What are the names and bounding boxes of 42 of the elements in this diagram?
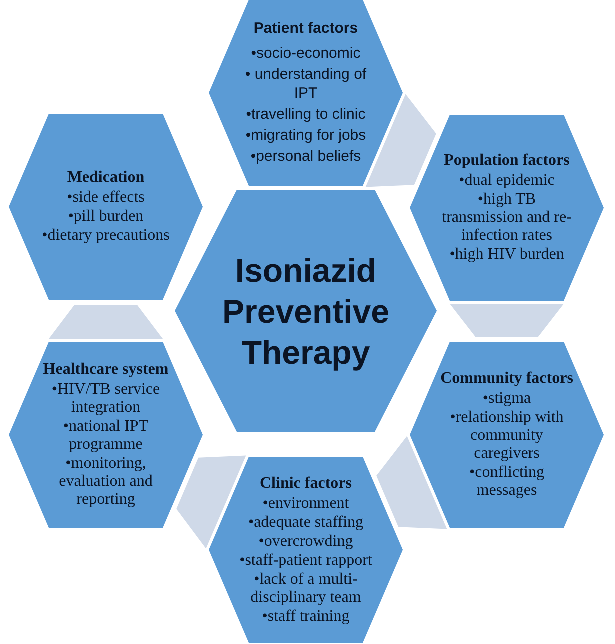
bullet-point: •dietary precautions — [42, 227, 170, 245]
bullet-point: •high HIV burden — [450, 246, 564, 264]
bullet-point: •relationship with community caregivers — [449, 409, 565, 463]
hexagon-heading: Patient factors — [254, 18, 358, 38]
center-hexagon — [175, 190, 437, 432]
factor-hexagon — [9, 342, 203, 528]
bullet-point: •environment — [262, 494, 350, 512]
factor-hexagon — [9, 114, 203, 300]
bullet-point: •monitoring, evaluation and reporting — [58, 455, 154, 509]
bullet-point: •adequate staffing — [248, 514, 364, 532]
factor-hexagon — [209, 457, 403, 643]
bullet-point: •high TB transmission and re-infection rates — [441, 191, 573, 245]
connector-band — [450, 304, 564, 337]
bullet-point: •socio-economic — [251, 44, 361, 62]
bullet-point: •staff training — [262, 608, 350, 626]
factor-hexagon — [410, 342, 604, 528]
bullet-point: •staff-patient rapport — [240, 552, 372, 570]
connector-band — [366, 94, 436, 188]
hexagon-heading: Clinic factors — [260, 474, 352, 492]
connector-band — [376, 436, 448, 530]
connector-band — [176, 456, 246, 549]
bullet-point: •travelling to clinic — [246, 104, 366, 124]
bullet-point: •personal beliefs — [250, 146, 362, 166]
hexagon-heading: Population factors — [444, 151, 570, 170]
hexagon-heading: Community factors — [440, 369, 574, 388]
bullet-point: •lack of a multi-disciplinary team — [250, 570, 362, 606]
bullet-point: •pill burden — [68, 208, 144, 226]
bullet-point: •conflicting messages — [468, 464, 546, 500]
bullet-point: •stigma — [482, 390, 532, 408]
factor-hexagon — [209, 0, 403, 186]
bullet-point: •dual epidemic — [459, 172, 555, 190]
connector-band — [49, 305, 163, 339]
bullet-point: •side effects — [67, 189, 145, 207]
bullet-point: • understanding of IPT — [244, 64, 368, 102]
bullet-point: •national IPT programme — [62, 418, 150, 454]
hexagon-heading: Medication — [67, 168, 145, 187]
factor-hexagon — [410, 115, 604, 301]
bullet-point: •migrating for jobs — [246, 126, 366, 144]
bullet-point: •HIV/TB service integration — [50, 381, 162, 417]
center-title: Isoniazid Preventive Therapy — [222, 250, 390, 372]
bullet-point: •overcrowding — [258, 532, 354, 550]
hexagon-heading: Healthcare system — [43, 360, 169, 379]
